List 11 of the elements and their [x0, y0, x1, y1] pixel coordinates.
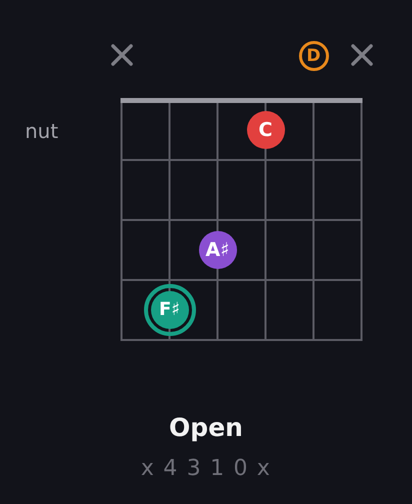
nut-label: nut — [25, 121, 58, 141]
note-label: C — [258, 120, 272, 140]
note-label: F♯ — [158, 301, 180, 319]
chord-name: Open — [169, 415, 243, 440]
note-label: A♯ — [206, 240, 230, 260]
root-note-dot — [144, 284, 196, 336]
note-dot — [246, 111, 284, 149]
note-dot — [198, 231, 236, 269]
note-label: D — [306, 48, 321, 64]
fingering-text: x 4 3 1 0 x — [140, 458, 272, 480]
open-string-ring — [298, 41, 328, 71]
